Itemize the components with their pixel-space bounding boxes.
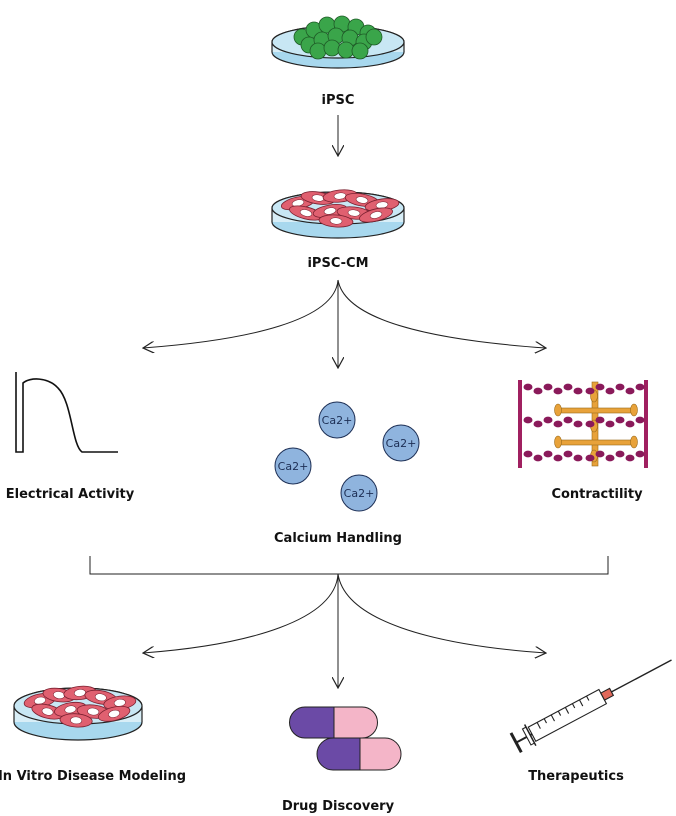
calcium-ion: Ca2+	[318, 401, 356, 439]
calcium-ions-group: Ca2+ Ca2+ Ca2+ Ca2+	[274, 401, 420, 512]
petri-dish-cardiomyocytes-icon	[271, 189, 405, 239]
calcium-ion: Ca2+	[274, 447, 312, 485]
calcium-ion-label: Ca2+	[322, 414, 353, 427]
converge-bracket	[89, 556, 609, 575]
petri-dish-cardiomyocytes-icon	[13, 685, 143, 741]
cardiomyocyte-cell	[289, 205, 323, 221]
cardiomyocyte-cell	[103, 695, 137, 711]
branch-arrows-top	[143, 279, 546, 368]
petri-dish-green-cells-icon	[271, 15, 405, 69]
calcium-ion-label: Ca2+	[344, 487, 375, 500]
cardiomyocyte-cell	[59, 713, 93, 728]
electrical-activity-label: Electrical Activity	[6, 487, 135, 502]
disease-modeling-label: In Vitro Disease Modeling	[0, 769, 186, 784]
therapeutics-label: Therapeutics	[528, 769, 624, 784]
cardiomyocyte-cell	[318, 214, 354, 228]
drug-discovery-label: Drug Discovery	[282, 799, 395, 814]
syringe-icon	[509, 659, 672, 754]
calcium-ion-label: Ca2+	[278, 460, 309, 473]
stem-cell	[365, 28, 383, 46]
branch-arrows-bottom	[143, 573, 546, 688]
stem-cell	[323, 39, 341, 57]
cardiomyocyte-cell	[364, 198, 400, 212]
ipsc-cm-label: iPSC-CM	[307, 256, 368, 271]
capsule-pill	[289, 706, 378, 739]
calcium-ion: Ca2+	[382, 424, 420, 462]
cardiomyocyte-cell	[97, 705, 131, 722]
stem-cell	[351, 42, 369, 60]
calcium-ion: Ca2+	[340, 474, 378, 512]
action-potential-waveform-icon	[15, 372, 118, 453]
calcium-handling-label: Calcium Handling	[274, 531, 402, 546]
cardiomyocyte-cell	[359, 207, 393, 223]
stem-cell	[309, 42, 327, 60]
sarcomere-icon	[518, 380, 648, 468]
contractility-label: Contractility	[551, 487, 643, 502]
ipsc-label: iPSC	[322, 93, 355, 108]
capsule-pill	[316, 737, 402, 771]
capsule-pills-icon	[289, 706, 402, 771]
stem-cell	[337, 41, 355, 59]
cardiomyocyte-cell	[31, 703, 64, 720]
calcium-ion-label: Ca2+	[386, 437, 417, 450]
